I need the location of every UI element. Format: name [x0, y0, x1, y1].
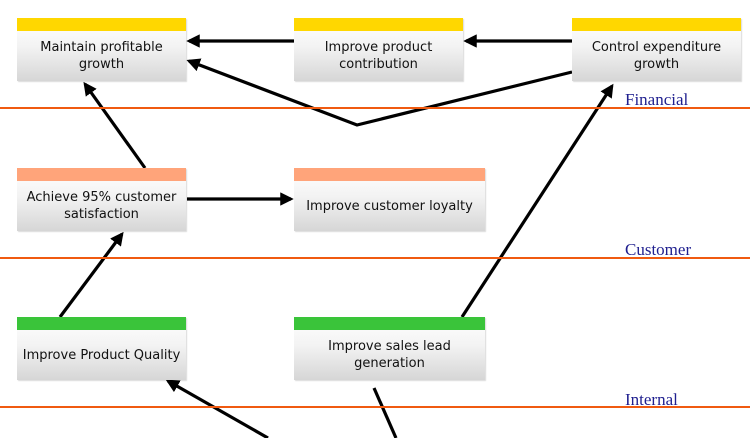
financial-color-bar	[17, 18, 186, 31]
customer-color-bar	[294, 168, 485, 181]
objective-control-expenditure-growth[interactable]: Control expenditure growth	[572, 18, 741, 81]
financial-color-bar	[572, 18, 741, 31]
objective-label: Improve sales lead generation	[328, 339, 451, 371]
internal-divider	[0, 406, 750, 408]
objective-improve-customer-loyalty[interactable]: Improve customer loyalty	[294, 168, 485, 231]
objective-label: Improve Product Quality	[22, 347, 181, 363]
internal-color-bar	[17, 317, 186, 330]
arrow-expenditure-via-v-to-growth	[186, 58, 573, 127]
customer-color-bar	[17, 168, 186, 181]
objective-label: Control expenditure growth	[591, 40, 722, 72]
financial-perspective-label: Financial	[625, 90, 689, 109]
internal-perspective-label: Internal	[625, 390, 678, 409]
objective-maintain-profitable-growth[interactable]: Maintain profitable growth	[17, 18, 186, 81]
arrow-quality-to-satisfaction	[58, 231, 124, 318]
arrow-satisfaction-to-growth	[83, 81, 147, 169]
financial-color-bar	[294, 18, 463, 31]
objective-label: Achieve 95% customer satisfaction	[26, 190, 177, 222]
objective-improve-product-contribution[interactable]: Improve product contribution	[294, 18, 463, 81]
arrow-from-below-to-salesleads	[372, 387, 398, 438]
arrow-from-below-to-quality	[165, 379, 269, 438]
arrow-salesleads-to-expenditure	[460, 83, 614, 318]
objective-label: Improve product contribution	[324, 40, 433, 72]
objective-improve-product-quality[interactable]: Improve Product Quality	[17, 317, 186, 380]
objective-improve-sales-lead-generation[interactable]: Improve sales lead generation	[294, 317, 485, 380]
customer-divider	[0, 257, 750, 259]
customer-perspective-label: Customer	[625, 240, 692, 259]
objective-label: Maintain profitable growth	[40, 40, 163, 72]
financial-divider	[0, 107, 750, 109]
objective-label: Improve customer loyalty	[306, 198, 473, 214]
objective-customer-satisfaction[interactable]: Achieve 95% customer satisfaction	[17, 168, 186, 231]
internal-color-bar	[294, 317, 485, 330]
